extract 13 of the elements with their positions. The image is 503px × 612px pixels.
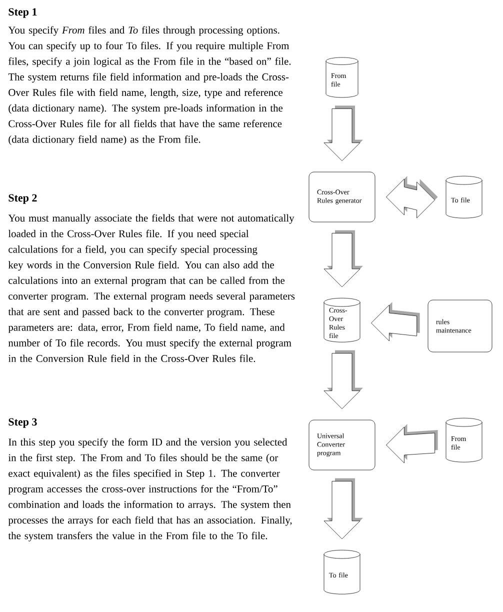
step-description: In this step you specify the form ID and the version you selected in the first step. The From and To files should be the same (or exact equivalent) as the files specified in Step 1. The converter program accesses the cross-over instructions for the “From/To” combination and loads the information to arrays. The system then processes the arrays for each field that has an association. Finally, the system transfers the value in the From file to the To file. — [8, 438, 292, 542]
block-arrow — [371, 302, 420, 342]
step-description: You must manually associate the fields that were not automatically loaded in the Cross-Over Rules file. If you need special calculations for a field, you can specify special processing key words in the Conversion Rule field. You can also add the calculations into an external program that can be called from the converter program. The external program needs several parameters that are sent and passed back to the converter program. These parameters are: data, error, From field name, To field name, and number of To file records. You must specify the external program in the Conversion Rule field in the Cross-Over Rules file. — [8, 214, 295, 362]
step-heading: Step 1 — [8, 8, 37, 18]
step-heading: Step 2 — [8, 194, 37, 204]
block-arrow — [324, 230, 363, 288]
block-arrow — [324, 350, 363, 409]
block-arrow — [386, 176, 438, 218]
block-arrow — [386, 424, 438, 464]
block-arrow — [324, 478, 363, 540]
step-description: You specify From files and To files through processing options. You can specify up to four To files. If you require multiple From files, specify a join logical as the From file in the “based on” file. The system returns file field information and pre-loads the Cross-Over Rules file with field name, length, size, type and reference (data dictionary name). The system pre-loads information in the Cross-Over Rules file for all fields that have the same reference (data dictionary field name) as the From file. — [8, 26, 291, 145]
block-arrow — [324, 106, 363, 161]
step-heading: Step 3 — [8, 418, 37, 428]
